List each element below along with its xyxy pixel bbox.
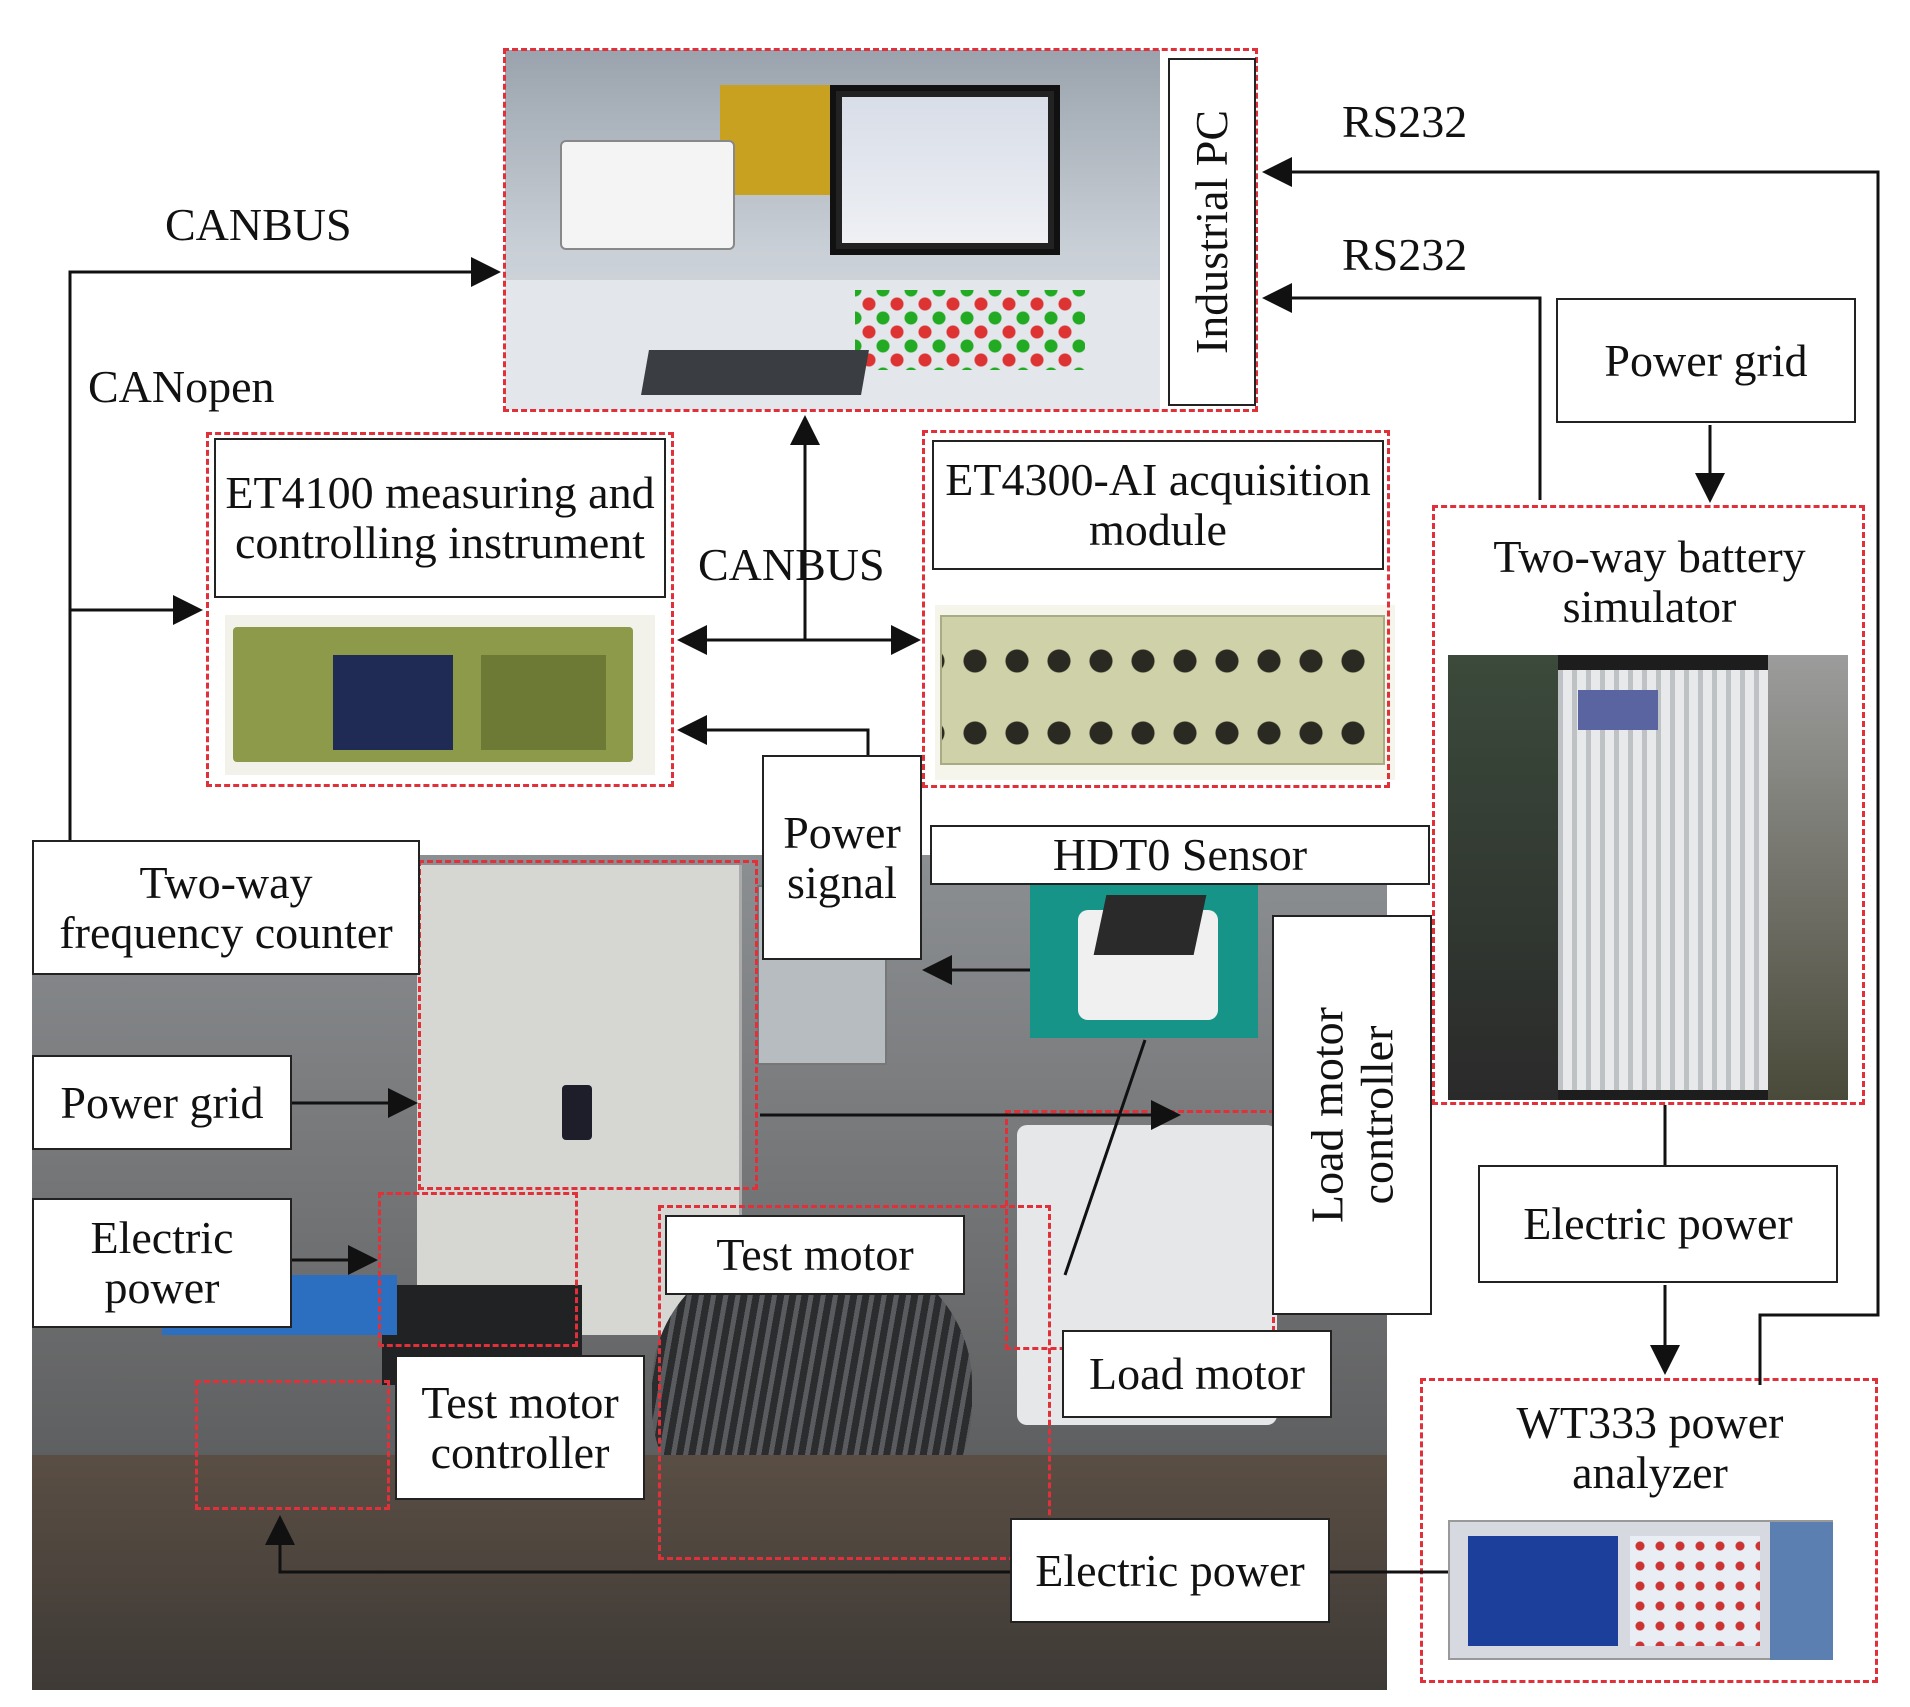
electric-power-right-box: Electric power xyxy=(1478,1165,1838,1283)
rs232-top-line xyxy=(1262,157,1880,1385)
industrial-pc-label: Industrial PC xyxy=(1186,109,1238,355)
et4100-label-box: ET4100 measuring and controlling instrum… xyxy=(214,438,666,598)
bottom-power-to-controller-line xyxy=(265,1515,1010,1574)
two-way-counter-label: Two-way frequency counter xyxy=(59,856,393,958)
test-motor-controller-frame xyxy=(378,1192,578,1347)
power-signal-label: Power signal xyxy=(783,806,901,908)
rs232-mid-label: RS232 xyxy=(1342,229,1468,280)
test-motor-controller-label: Test motor controller xyxy=(421,1376,619,1478)
yellow-panel-image xyxy=(720,85,830,195)
battery-simulator-label: Two-way battery simulator xyxy=(1493,531,1806,632)
et4100-label: ET4100 measuring and controlling instrum… xyxy=(225,467,655,568)
et4100-photo xyxy=(225,615,655,775)
inner-controller-frame xyxy=(195,1380,390,1510)
test-motor-controller-box: Test motor controller xyxy=(395,1355,645,1500)
printer-image xyxy=(560,140,735,250)
rs232-mid-line xyxy=(1262,283,1542,500)
analyzer-screen-image xyxy=(1468,1536,1618,1646)
industrial-pc-photo xyxy=(505,50,1160,410)
battery-simulator-frame xyxy=(1432,505,1865,1105)
power-grid-left-label: Power grid xyxy=(60,1076,264,1128)
et4100-frame xyxy=(206,432,674,787)
canbus-top-label: CANBUS xyxy=(165,199,352,250)
canbus-top-line xyxy=(68,257,501,840)
battery-simulator-label-box: Two-way battery simulator xyxy=(1442,512,1857,652)
hdt0-sensor-label: HDT0 Sensor xyxy=(1052,829,1308,881)
battery-simulator-photo xyxy=(1448,655,1848,1100)
hdt0-sensor-photo xyxy=(1030,885,1258,1038)
electric-power-left-box: Electric power xyxy=(32,1198,292,1328)
canopen-label: CANopen xyxy=(88,361,275,412)
power-grid-right-label: Power grid xyxy=(1604,334,1808,386)
load-motor-box: Load motor xyxy=(1062,1330,1332,1418)
load-motor-label: Load motor xyxy=(1089,1348,1305,1400)
load-motor-controller-label: Load motor controller xyxy=(1301,1007,1402,1223)
power-signal-box: Power signal xyxy=(762,755,922,960)
load-motor-controller-box: Load motor controller xyxy=(1272,915,1432,1315)
electric-power-right-label: Electric power xyxy=(1523,1198,1793,1250)
test-motor-label: Test motor xyxy=(716,1229,914,1281)
wt333-photo xyxy=(1448,1508,1848,1676)
et4300-label-box: ET4300-AI acquisition module xyxy=(932,440,1384,570)
wt333-frame xyxy=(1420,1378,1878,1683)
instrument-display-image xyxy=(333,655,453,750)
rs232-top-label: RS232 xyxy=(1342,96,1468,147)
simulator-panel-image xyxy=(1578,690,1658,730)
test-motor-frame xyxy=(658,1205,1051,1560)
power-signal-line xyxy=(677,715,870,755)
cabinet-frame xyxy=(418,860,758,1190)
test-motor-box: Test motor xyxy=(665,1215,965,1295)
industrial-pc-frame xyxy=(503,48,1258,412)
canbus-mid-label: CANBUS xyxy=(698,539,885,590)
monitor-image xyxy=(830,85,1060,255)
et4300-label: ET4300-AI acquisition module xyxy=(945,454,1371,555)
power-grid-right-box: Power grid xyxy=(1556,298,1856,423)
electric-power-bottom-box: Electric power xyxy=(1010,1518,1330,1623)
electric-power-left-label: Electric power xyxy=(90,1212,234,1313)
et4300-frame xyxy=(922,430,1390,788)
control-buttons-image xyxy=(855,290,1085,370)
two-way-counter-box: Two-way frequency counter xyxy=(32,840,420,975)
sensor-to-motor-line xyxy=(1063,1039,1147,1276)
industrial-pc-label-box: Industrial PC xyxy=(1168,58,1256,406)
wt333-label: WT333 power analyzer xyxy=(1516,1396,1784,1498)
hdt0-sensor-box: HDT0 Sensor xyxy=(930,825,1430,885)
wt333-label-box: WT333 power analyzer xyxy=(1430,1385,1870,1510)
power-grid-left-box: Power grid xyxy=(32,1055,292,1150)
et4300-photo xyxy=(935,605,1395,780)
electric-power-bottom-label: Electric power xyxy=(1035,1544,1305,1596)
